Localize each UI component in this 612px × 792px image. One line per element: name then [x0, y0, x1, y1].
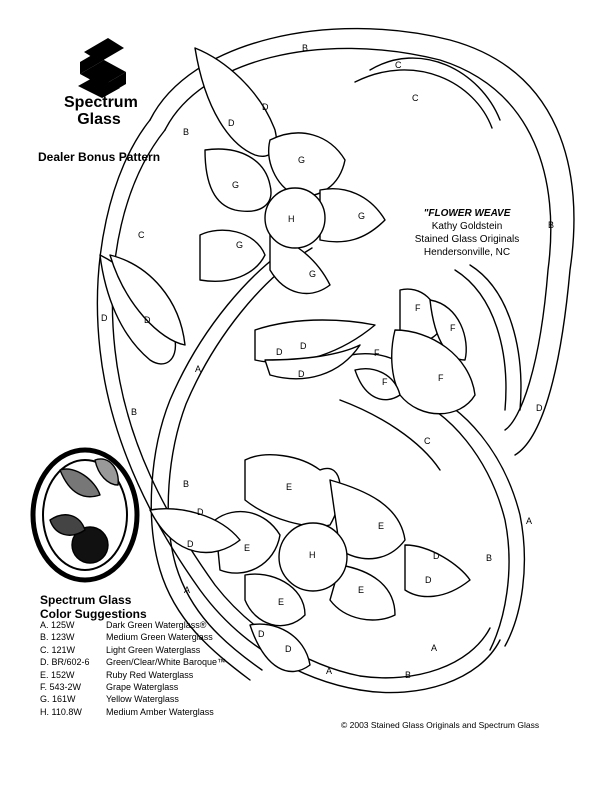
- svg-text:E: E: [378, 521, 384, 531]
- legend-row: E. 152W Ruby Red Waterglass: [40, 669, 226, 681]
- legend-code: H. 110.8W: [40, 706, 82, 717]
- svg-text:G: G: [236, 240, 243, 250]
- svg-text:F: F: [415, 303, 421, 313]
- svg-text:E: E: [286, 482, 292, 492]
- svg-text:C: C: [395, 60, 402, 70]
- svg-text:D: D: [298, 369, 305, 379]
- piece-labels: B C C D D B G G H G B C G G F D D F D D …: [101, 43, 554, 680]
- svg-text:F: F: [382, 377, 388, 387]
- legend-color-name: Yellow Waterglass: [106, 694, 179, 705]
- lower-flower: [149, 454, 471, 673]
- legend-title: Spectrum Glass Color Suggestions: [40, 593, 147, 621]
- legend-color-name: Dark Green Waterglass®: [106, 620, 207, 630]
- svg-text:D: D: [258, 629, 265, 639]
- location: Hendersonville, NC: [423, 247, 511, 258]
- svg-text:D: D: [197, 507, 204, 517]
- svg-text:A: A: [326, 666, 332, 676]
- legend-title-line2: Color Suggestions: [40, 607, 147, 621]
- svg-text:E: E: [358, 585, 364, 595]
- legend-title-line1: Spectrum Glass: [40, 593, 132, 607]
- svg-text:B: B: [405, 670, 411, 680]
- legend-color-name: Medium Green Waterglass: [106, 632, 213, 643]
- svg-text:G: G: [298, 155, 305, 165]
- svg-text:B: B: [131, 407, 137, 417]
- color-legend: A. 125W Dark Green Waterglass® B. 123W Med…: [40, 619, 226, 718]
- svg-text:D: D: [144, 315, 151, 325]
- svg-text:F: F: [438, 373, 444, 383]
- legend-code: G. 161W: [40, 694, 76, 705]
- legend-color-name: Grape Waterglass: [106, 682, 179, 693]
- legend-row: C. 121W Light Green Waterglass: [40, 644, 226, 656]
- brand-name: Spectrum Glass: [64, 94, 138, 128]
- legend-color-name: Light Green Waterglass: [106, 644, 201, 655]
- legend-color-name: Medium Amber Waterglass: [106, 706, 214, 717]
- svg-text:D: D: [187, 539, 194, 549]
- svg-text:B: B: [548, 220, 554, 230]
- legend-color-name: Ruby Red Waterglass: [106, 669, 194, 680]
- legend-code: B. 123W: [40, 632, 75, 643]
- svg-text:D: D: [300, 341, 307, 351]
- stems: [150, 57, 526, 681]
- svg-text:B: B: [183, 479, 189, 489]
- legend-code: E. 152W: [40, 669, 75, 680]
- left-leaves: [99, 254, 376, 380]
- svg-text:H: H: [288, 214, 295, 224]
- legend-code: D. BR/602-6: [40, 657, 90, 668]
- tulip: [354, 288, 476, 415]
- legend-row: G. 161W Yellow Waterglass: [40, 693, 226, 705]
- legend-row: D. BR/602-6 Green/Clear/White Baroque™: [40, 656, 226, 668]
- svg-text:E: E: [244, 543, 250, 553]
- svg-text:F: F: [450, 323, 456, 333]
- svg-text:G: G: [232, 180, 239, 190]
- svg-text:C: C: [424, 436, 431, 446]
- legend-code: F. 543-2W: [40, 682, 82, 693]
- svg-text:G: G: [358, 211, 365, 221]
- brand-name-line2: Glass: [77, 111, 121, 128]
- svg-text:C: C: [412, 93, 419, 103]
- svg-text:C: C: [138, 230, 145, 240]
- page-subtitle: Dealer Bonus Pattern: [38, 150, 161, 164]
- legend-row: H. 110.8W Medium Amber Waterglass: [40, 706, 226, 718]
- legend-color-name: Green/Clear/White Baroque™: [106, 657, 227, 668]
- svg-text:D: D: [276, 347, 283, 357]
- legend-code: C. 121W: [40, 644, 76, 655]
- svg-text:B: B: [302, 43, 308, 53]
- author: Kathy Goldstein: [431, 221, 503, 232]
- svg-text:D: D: [433, 551, 440, 561]
- svg-text:H: H: [309, 550, 316, 560]
- svg-text:A: A: [526, 516, 532, 526]
- svg-text:A: A: [195, 364, 201, 374]
- brand-name-line1: Spectrum: [64, 94, 138, 111]
- upper-flower: [194, 47, 386, 295]
- svg-text:B: B: [183, 127, 189, 137]
- svg-text:G: G: [309, 269, 316, 279]
- svg-text:D: D: [101, 313, 108, 323]
- svg-text:E: E: [278, 597, 284, 607]
- svg-text:A: A: [184, 585, 190, 595]
- svg-text:D: D: [285, 644, 292, 654]
- svg-text:D: D: [425, 575, 432, 585]
- svg-text:D: D: [228, 118, 235, 128]
- legend-row: B. 123W Medium Green Waterglass: [40, 631, 226, 643]
- legend-row: F. 543-2W Grape Waterglass: [40, 681, 226, 693]
- thumbnail-photo: [30, 447, 140, 583]
- svg-text:B: B: [486, 553, 492, 563]
- legend-code: A. 125W: [40, 620, 75, 630]
- legend-row: A. 125W Dark Green Waterglass®: [40, 619, 226, 631]
- svg-text:D: D: [536, 403, 543, 413]
- svg-text:A: A: [431, 643, 437, 653]
- copyright: © 2003 Stained Glass Originals and Spect…: [341, 720, 540, 730]
- svg-text:F: F: [374, 348, 380, 358]
- spectrum-logo-icon: [78, 38, 126, 98]
- company: Stained Glass Originals: [414, 234, 520, 245]
- svg-text:D: D: [262, 102, 269, 112]
- pattern-title: "FLOWER WEAVE: [423, 208, 511, 219]
- credit-block: "FLOWER WEAVE Kathy Goldstein Stained Gl…: [396, 207, 538, 259]
